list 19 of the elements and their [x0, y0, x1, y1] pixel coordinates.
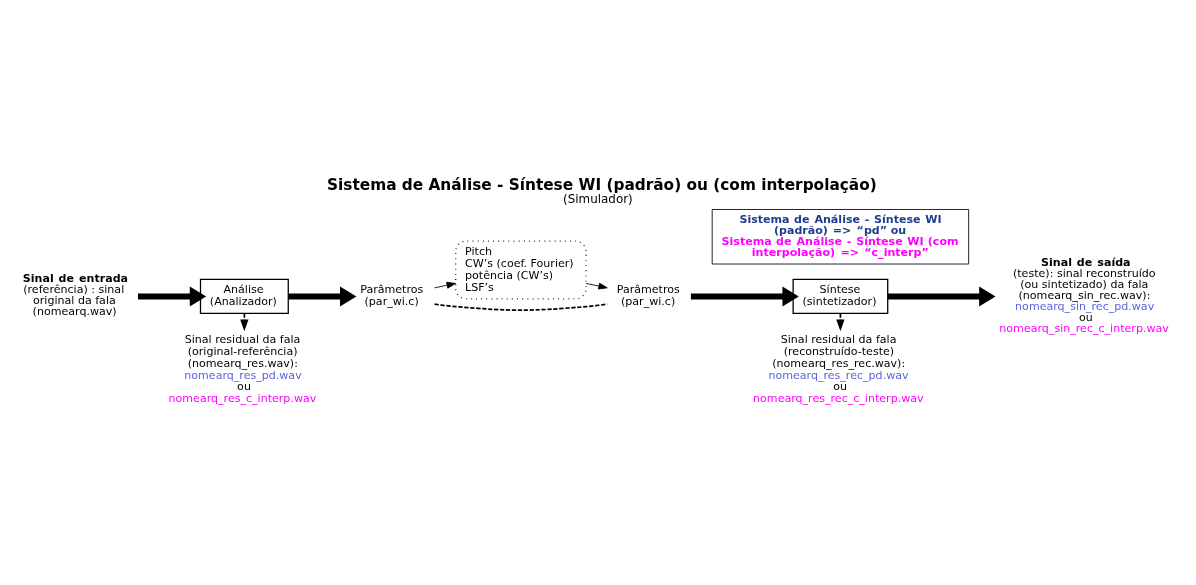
arrow — [434, 281, 456, 289]
arrow — [138, 285, 207, 306]
node-text: Parâmetros (par_wi.c) — [360, 282, 424, 308]
node-box: Sistema de Análise - Síntese WI (padrão) => “pd” ou Sistema de Análise - Síntese WI (com interpolação) => “c_interp” — [711, 208, 970, 264]
arrow — [240, 312, 249, 331]
arrow — [288, 285, 357, 306]
node-text: Sinal residual da fala (reconstruído-teste) (nomearq_res_rec.wav): nomearq_res_rec_pd.wav ou nomearq_res_rec_c_interp.wav — [753, 332, 924, 405]
node-text: Sinal de saída (teste): sinal reconstruído (ou sintetizado) da fala (nomearq_sin_rec.wav): nomearq_sin_rec_pd.wav ou nomearq_sin_rec_c_interp.wav — [999, 255, 1169, 335]
arrow — [836, 312, 845, 331]
node-box: Análise (Analizador) — [199, 278, 289, 314]
node-text: Parâmetros (par_wi.c) — [616, 282, 680, 308]
node-box: Pitch CW’s (coef. Fourier) potência (CW’s) LSF’s — [455, 239, 587, 300]
arrow — [887, 285, 996, 306]
node-text: Sinal de entrada (referência) : sinal original da fala (nomearq.wav) — [22, 271, 129, 318]
node-text: Sinal residual da fala (original-referência) (nomearq_res.wav): nomearq_res_pd.wav ou nomearq_res_c_interp.wav — [168, 332, 317, 405]
arrow — [690, 285, 799, 306]
arrow — [585, 282, 608, 289]
node-box: Síntese (sintetizador) — [792, 278, 889, 314]
diagram-title: Sistema de Análise - Síntese WI (padrão) ou (com interpolação) — [327, 175, 877, 194]
